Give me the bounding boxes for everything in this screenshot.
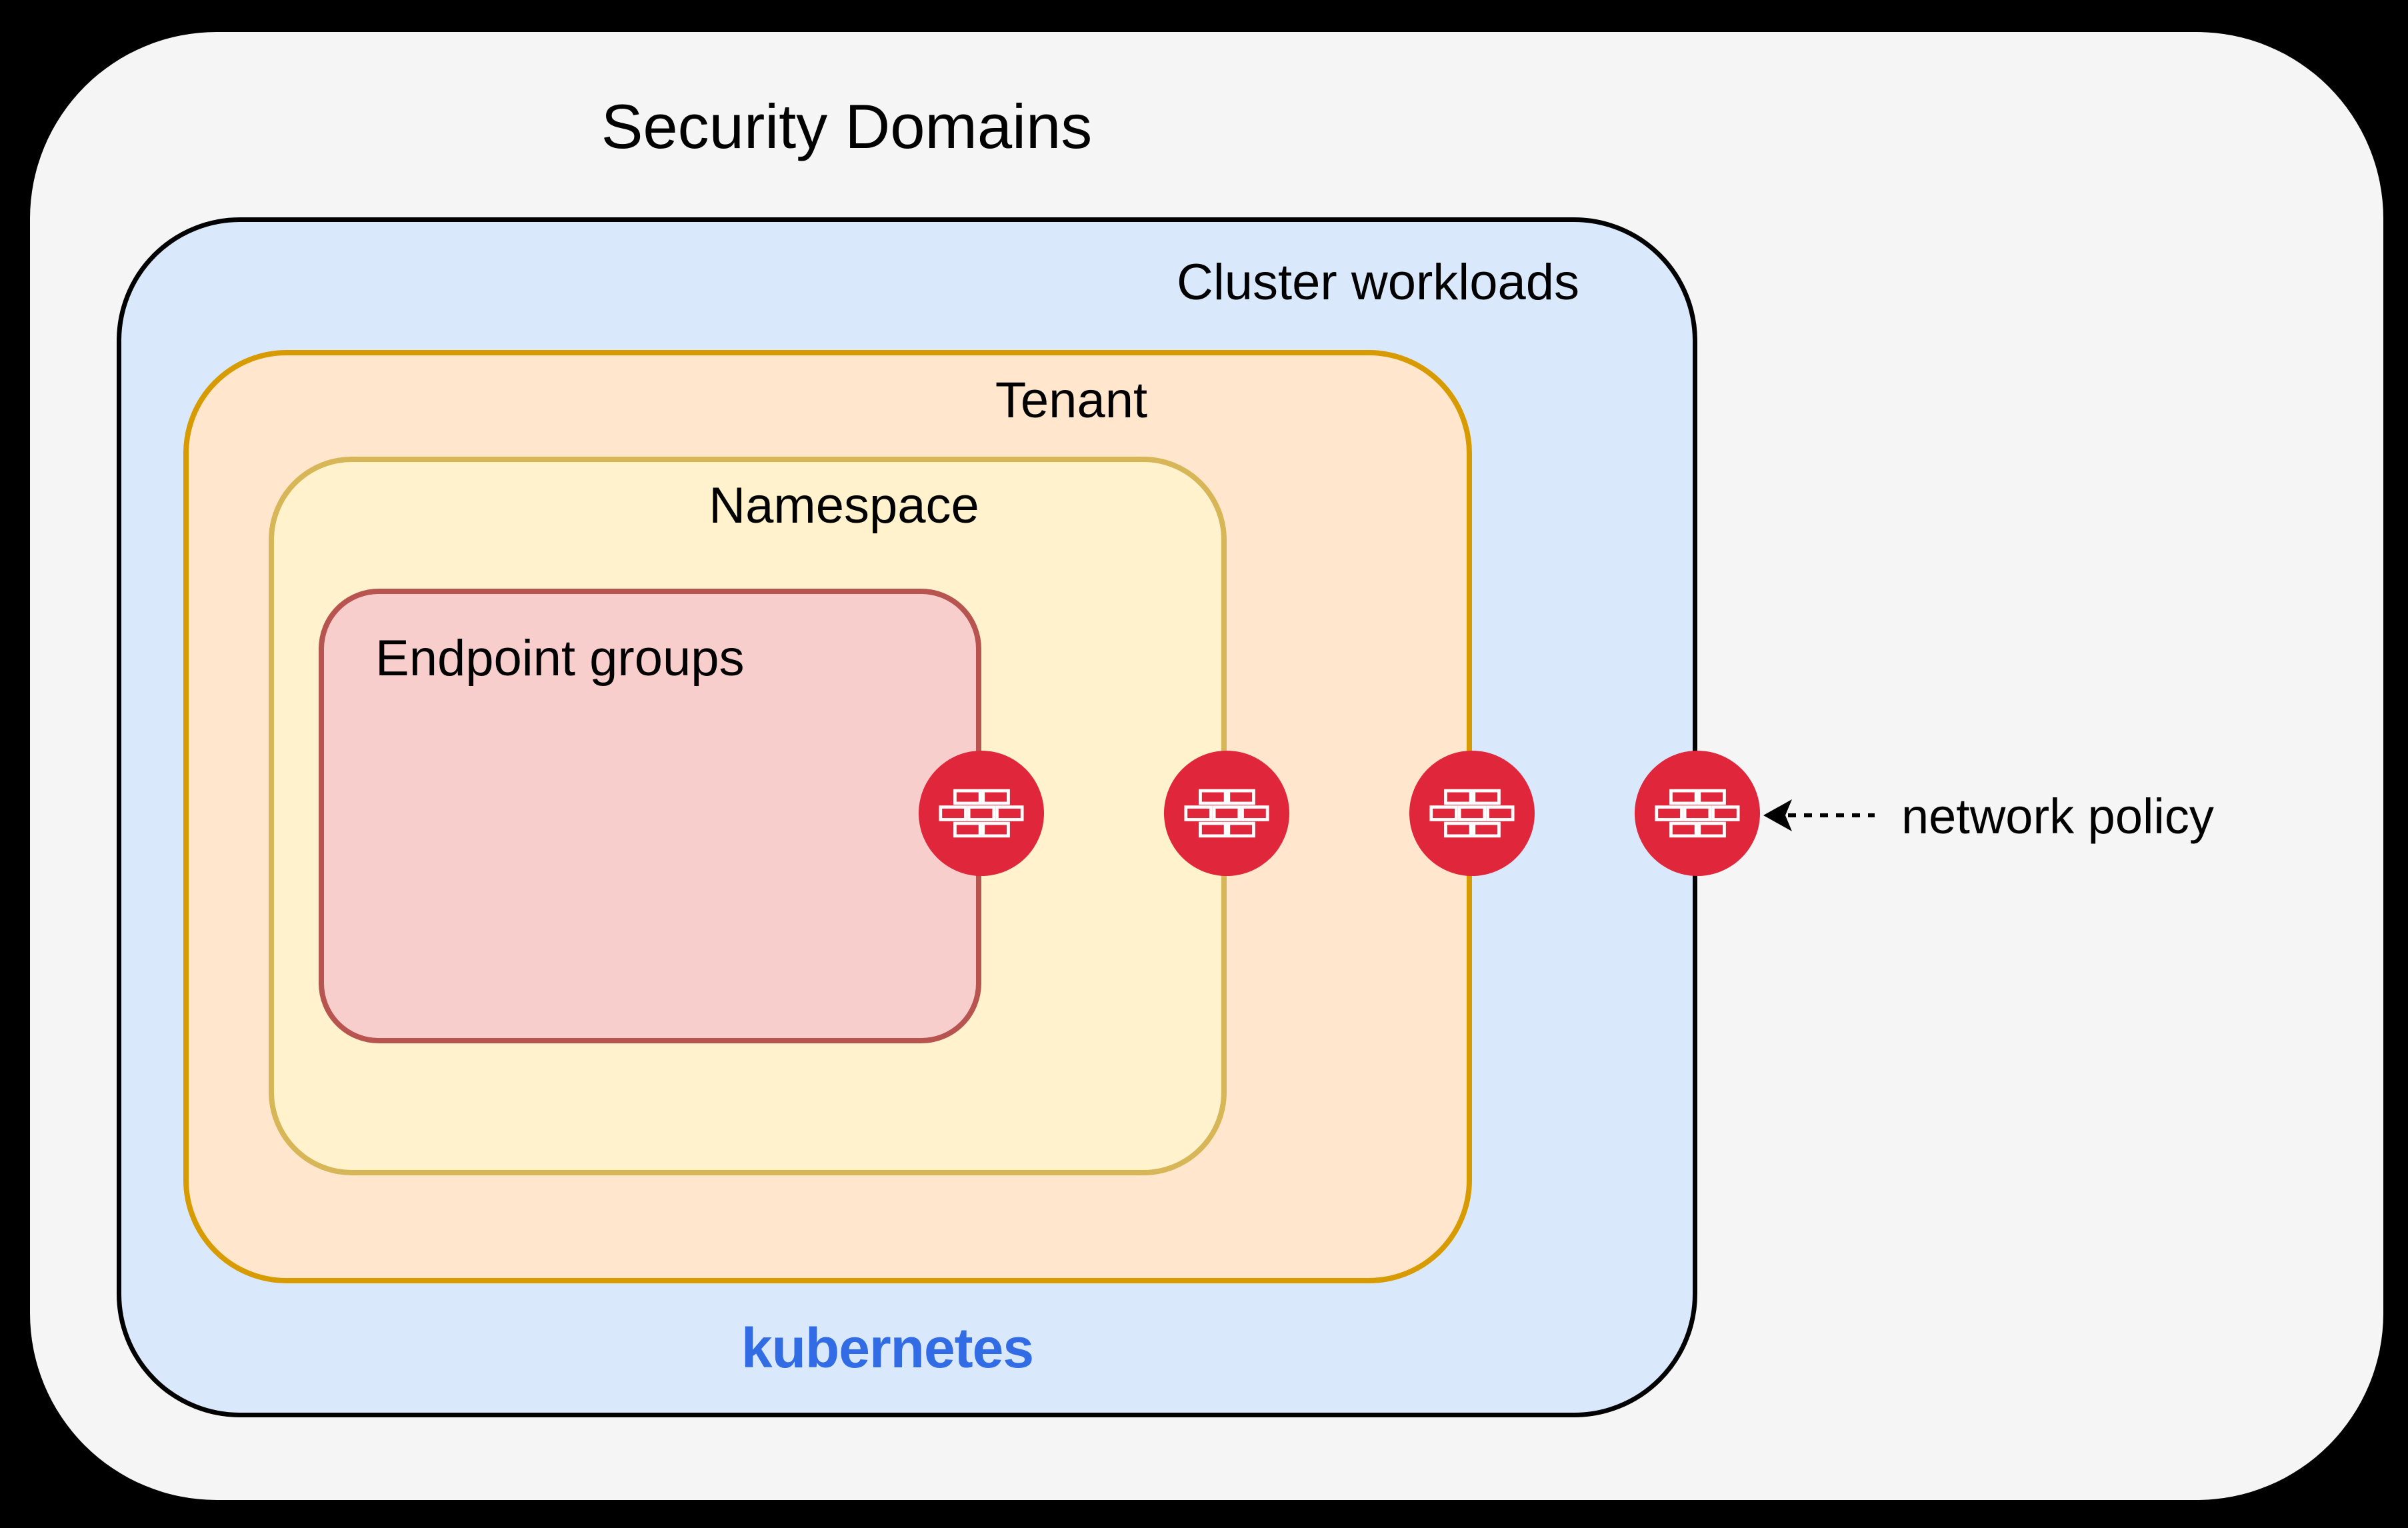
diagram-title: Security Domains [601,91,1093,161]
firewall-icon [1164,751,1289,876]
firewall-brick-icon [1655,789,1740,838]
dashed-arrow-icon [1763,799,1875,831]
firewall-icon [1409,751,1535,876]
domain-endpoint-groups: Endpoint groups [319,589,981,1043]
firewall-icon [1635,751,1760,876]
tenant-label: Tenant [995,372,1148,429]
firewall-icon [919,751,1044,876]
firewall-brick-icon [1184,789,1269,838]
cluster-workloads-label: Cluster workloads [1177,254,1579,311]
firewall-brick-icon [1429,789,1515,838]
firewall-brick-icon [939,789,1024,838]
namespace-label: Namespace [709,477,979,534]
domain-namespace: Namespace Endpoint groups [269,457,1227,1175]
network-policy-label: network policy [1901,789,2214,844]
kubernetes-wordmark: kubernetes [741,1317,1034,1379]
endpoint-groups-label: Endpoint groups [375,630,745,687]
domain-tenant: Tenant Namespace Endpoint groups [183,350,1472,1283]
